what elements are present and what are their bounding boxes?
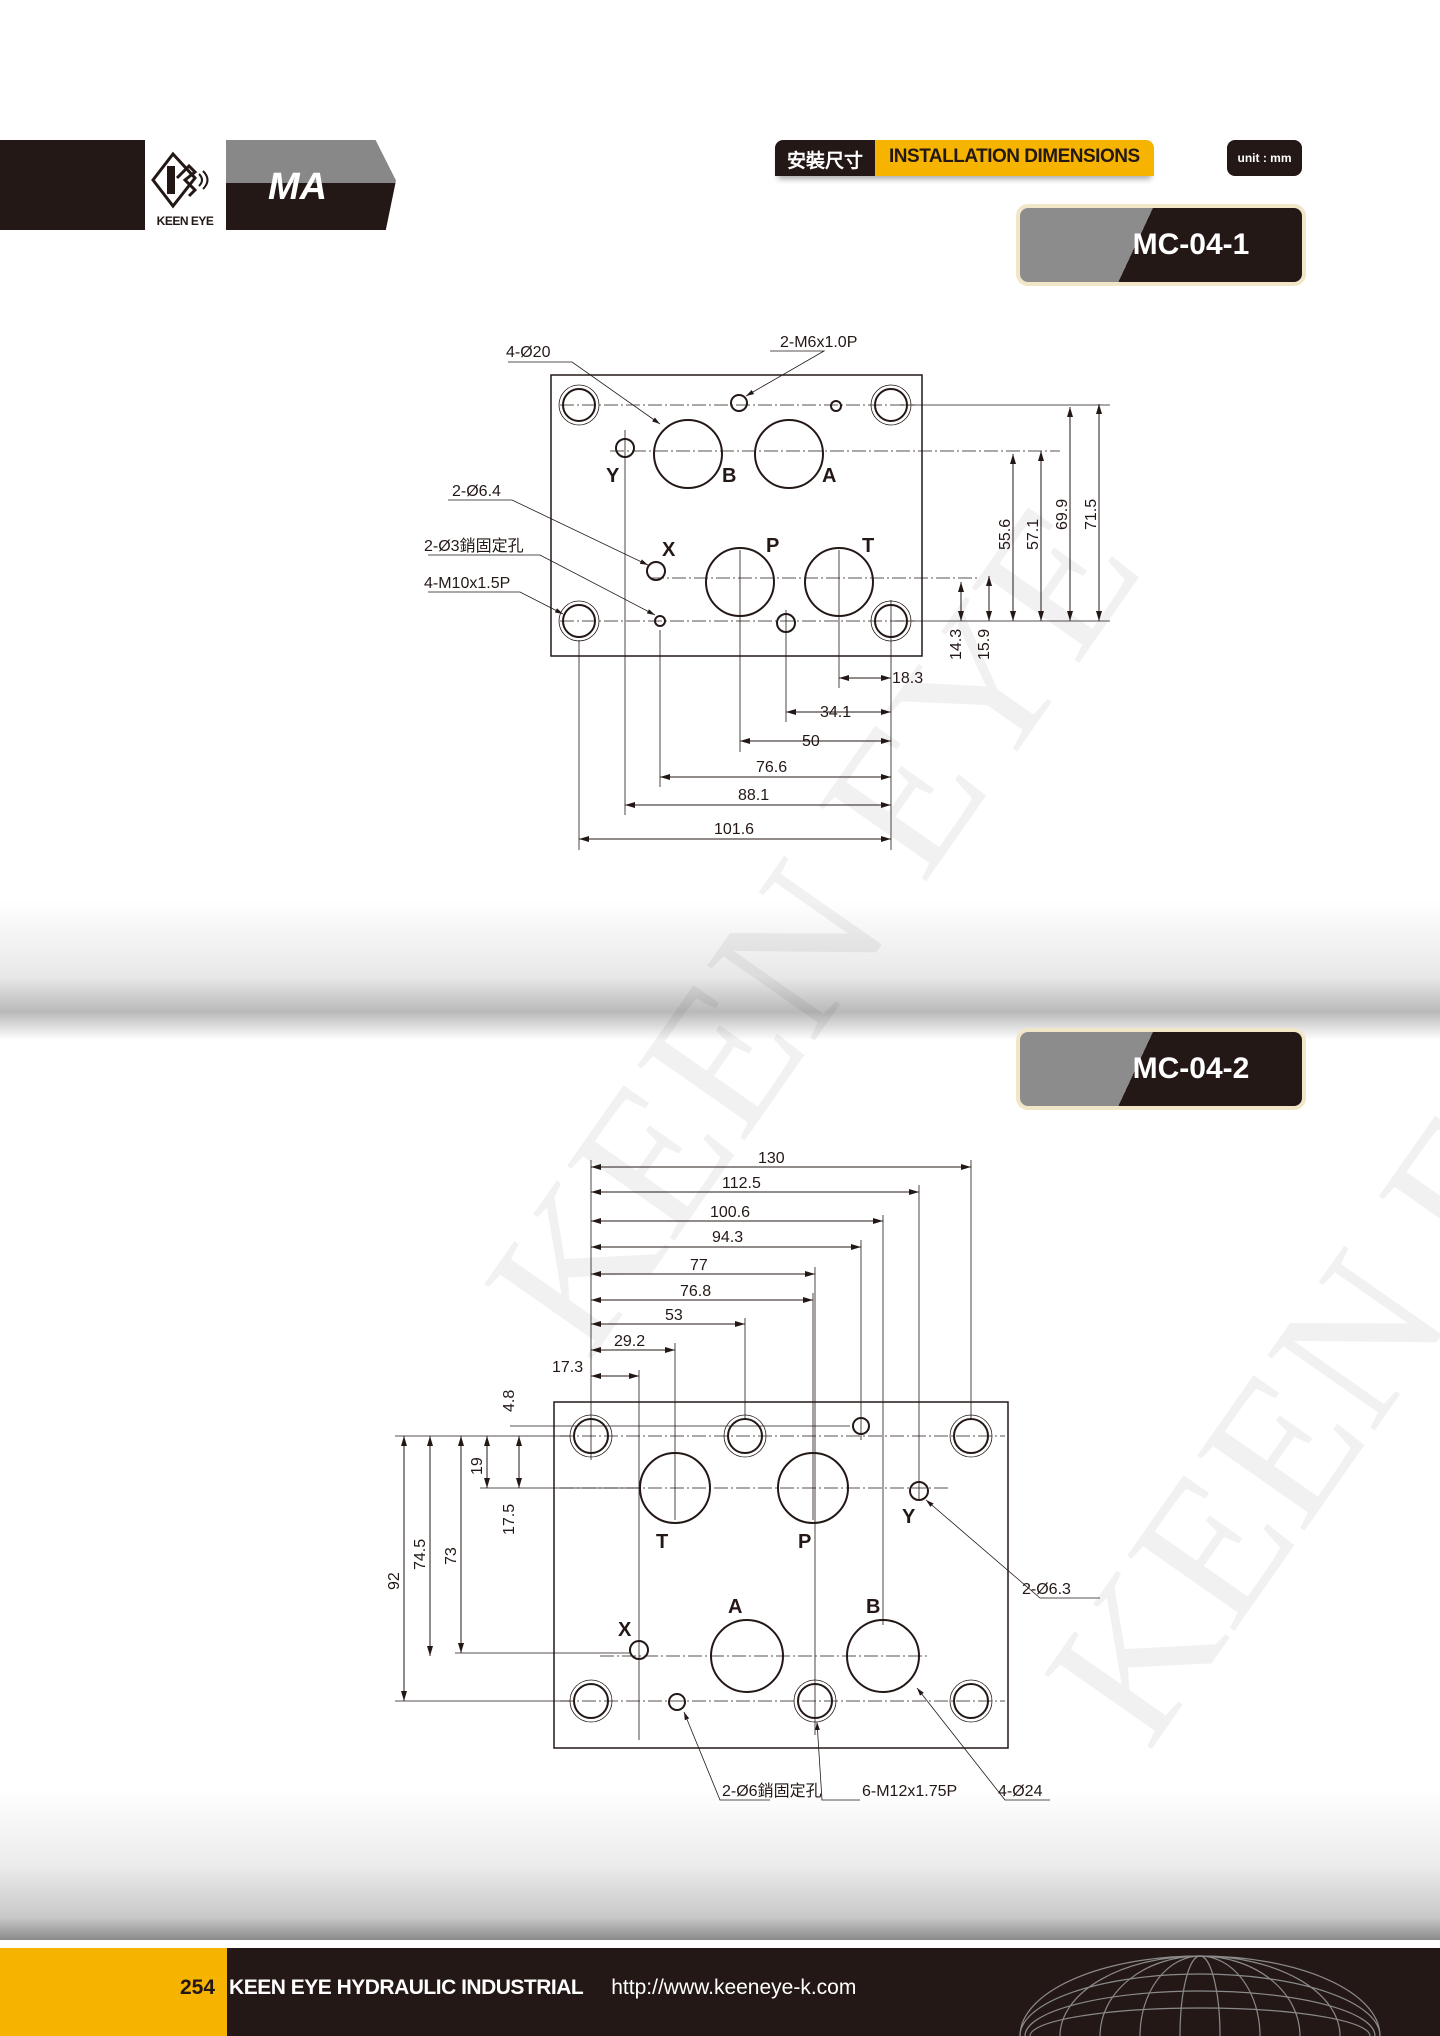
callout-label: 4-Ø24 bbox=[998, 1783, 1043, 1800]
dimension-label: 130 bbox=[758, 1150, 785, 1167]
dimension-label: 74.5 bbox=[412, 1539, 429, 1570]
dimension-label: 88.1 bbox=[738, 787, 769, 804]
drawing-mc-04-1 bbox=[428, 350, 1110, 850]
gradient-band bbox=[0, 1790, 1440, 1940]
dimension-label: 76.8 bbox=[680, 1283, 711, 1300]
port-label-y: Y bbox=[902, 1506, 916, 1528]
callout-label: 2-Ø6.3 bbox=[1022, 1581, 1071, 1598]
port-label-t: T bbox=[862, 535, 874, 557]
port-label-x: X bbox=[618, 1619, 632, 1641]
section-title-en: INSTALLATION DIMENSIONS bbox=[875, 140, 1154, 176]
keen-eye-logo-icon bbox=[151, 151, 209, 209]
dimension-label: 29.2 bbox=[614, 1333, 645, 1350]
port-label-t: T bbox=[656, 1531, 668, 1553]
callout-leaders bbox=[428, 350, 826, 616]
port-label-y: Y bbox=[606, 465, 620, 487]
dimension-label: 76.6 bbox=[756, 759, 787, 776]
callout-label: 4-Ø20 bbox=[506, 344, 551, 361]
dimension-label: 57.1 bbox=[1025, 519, 1042, 550]
port-label-b: B bbox=[866, 1596, 880, 1618]
dimension-label: 19 bbox=[469, 1457, 486, 1475]
company-name: KEEN EYE HYDRAULIC INDUSTRIAL bbox=[229, 1976, 584, 1999]
section-title-cn: 安裝尺寸 bbox=[775, 140, 876, 176]
dimension-label: 71.5 bbox=[1083, 499, 1100, 530]
website-link[interactable]: http://www.keeneye-k.com bbox=[611, 1976, 857, 1999]
callout-leaders bbox=[683, 1499, 1100, 1801]
globe-grid-icon bbox=[1019, 1955, 1381, 2036]
unit-badge: unit : mm bbox=[1227, 140, 1302, 176]
brand-logo: KEEN EYE bbox=[145, 140, 225, 230]
dimension-label: 101.6 bbox=[714, 821, 754, 838]
dimension-label: 112.5 bbox=[722, 1175, 761, 1192]
dimension-label: 14.3 bbox=[948, 629, 965, 660]
dimension-label: 17.3 bbox=[552, 1359, 583, 1376]
dimension-label: 53 bbox=[665, 1307, 683, 1324]
callout-label: 2-Ø6銷固定孔 bbox=[722, 1782, 822, 1800]
section-header: 安裝尺寸 INSTALLATION DIMENSIONS bbox=[775, 140, 1154, 176]
bolt-holes bbox=[573, 1417, 989, 1719]
dimension-label: 17.5 bbox=[501, 1504, 518, 1535]
drawing-mc-04-2 bbox=[395, 1160, 1100, 1801]
series-tab: MA bbox=[226, 140, 396, 230]
subplate-outline bbox=[550, 374, 923, 657]
footer: 254 KEEN EYE HYDRAULIC INDUSTRIAL http://w… bbox=[0, 1948, 1440, 2036]
ports bbox=[615, 419, 874, 617]
dimension-label: 100.6 bbox=[710, 1204, 750, 1221]
header-block bbox=[0, 140, 145, 230]
model-badge-mc-04-2: MC-04-2 bbox=[1020, 1032, 1302, 1106]
bolt-holes bbox=[562, 388, 908, 638]
callout-label: 2-Ø3銷固定孔 bbox=[424, 537, 524, 555]
callout-label: 2-Ø6.4 bbox=[452, 483, 501, 500]
dimension-label: 92 bbox=[386, 1572, 403, 1590]
dimension-label: 15.9 bbox=[976, 629, 993, 660]
page-number: 254 bbox=[180, 1976, 216, 1999]
port-label-a: A bbox=[822, 465, 836, 487]
gradient-band bbox=[0, 900, 1440, 1040]
callout-label: 2-M6x1.0P bbox=[780, 334, 857, 351]
dimension-label: 69.9 bbox=[1054, 499, 1071, 530]
port-label-p: P bbox=[766, 535, 779, 557]
dimension-label: 55.6 bbox=[997, 519, 1014, 550]
dimension-label: 4.8 bbox=[501, 1390, 518, 1412]
port-label-x: X bbox=[662, 539, 676, 561]
port-label-p: P bbox=[798, 1531, 811, 1553]
dimension-label: 77 bbox=[690, 1257, 708, 1274]
dimension-label: 34.1 bbox=[820, 704, 851, 721]
dimension-label: 73 bbox=[443, 1547, 460, 1565]
dimension-label: 94.3 bbox=[712, 1229, 743, 1246]
dimension-label: 50 bbox=[802, 733, 820, 750]
footer-accent bbox=[0, 1948, 227, 2036]
callout-label: 6-M12x1.75P bbox=[862, 1783, 957, 1800]
port-label-a: A bbox=[728, 1596, 742, 1618]
dimension-label: 18.3 bbox=[892, 670, 923, 687]
port-label-b: B bbox=[722, 465, 736, 487]
subplate-outline bbox=[553, 1401, 1009, 1749]
model-badge-mc-04-1: MC-04-1 bbox=[1020, 208, 1302, 282]
callout-label: 4-M10x1.5P bbox=[424, 575, 510, 592]
